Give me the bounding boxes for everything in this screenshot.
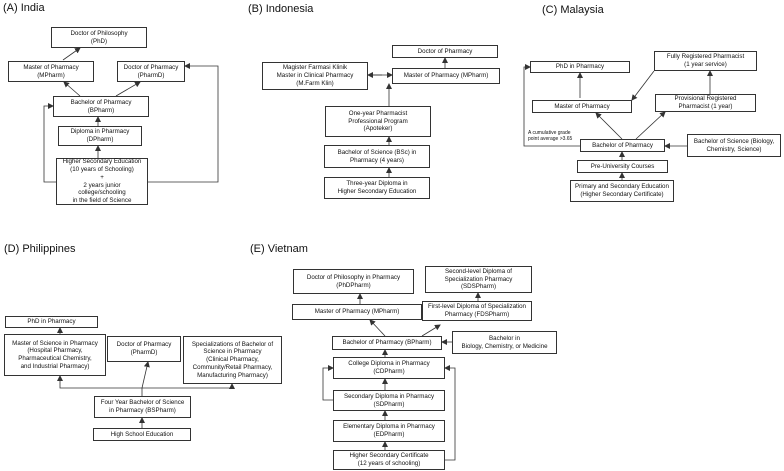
philippines-phd-box: PhD in Pharmacy xyxy=(5,316,98,328)
vietnam-phd-box: Doctor of Philosophy in Pharmacy (PhDPha… xyxy=(293,269,414,294)
indonesia-doctor-box: Doctor of Pharmacy xyxy=(392,45,498,58)
vietnam-cd-box: College Diploma in Pharmacy (CDPharm) xyxy=(333,357,445,379)
india-mpharm-box: Master of Pharmacy (MPharm) xyxy=(8,61,94,82)
india-dpharm-box: Diploma in Pharmacy (DPharm) xyxy=(58,126,142,146)
title-vietnam: (E) Vietnam xyxy=(250,243,308,255)
indonesia-diploma-box: Three-year Diploma in Higher Secondary E… xyxy=(324,177,430,199)
philippines-bs-box: Four Year Bachelor of Science in Pharmac… xyxy=(94,396,191,418)
title-philippines: (D) Philippines xyxy=(4,243,76,255)
indonesia-bsc-box: Bachelor of Science (BSc) in Pharmacy (4… xyxy=(324,145,430,168)
india-phd-box: Doctor of Philosophy (PhD) xyxy=(51,27,147,48)
vietnam-bachelor-in-box: Bachelor in Biology, Chemistry, or Medic… xyxy=(452,331,557,354)
vietnam-sd-box: Secondary Diploma in Pharmacy (SDPharm) xyxy=(333,390,445,411)
india-bpharm-box: Bachelor of Pharmacy (BPharm) xyxy=(53,96,149,117)
malaysia-bsc-box: Bachelor of Science (Biology, Chemistry,… xyxy=(687,134,781,157)
philippines-spec-box: Specializations of Bachelor of Science i… xyxy=(183,336,282,384)
india-hse-box: Higher Secondary Education (10 years of … xyxy=(56,158,148,205)
vietnam-arrows xyxy=(322,292,481,461)
malaysia-gpa-note: A cumulative grade point average >3.65 xyxy=(528,130,573,142)
indonesia-mfarm-box: Magister Farmasi Klinik Master in Clinic… xyxy=(262,62,368,90)
vietnam-sds-box: Second-level Diploma of Specialization P… xyxy=(425,266,532,293)
malaysia-arrows xyxy=(523,64,713,180)
malaysia-bachelor-box: Bachelor of Pharmacy xyxy=(580,139,665,152)
india-arrows xyxy=(43,47,219,183)
indonesia-arrows xyxy=(367,57,448,177)
india-pharmd-box: Doctor of Pharmacy (PharmD) xyxy=(117,61,185,82)
indonesia-mpharm-box: Master of Pharmacy (MPharm) xyxy=(392,68,500,84)
malaysia-prp-box: Provisional Registered Pharmacist (1 yea… xyxy=(655,94,756,112)
vietnam-ed-box: Elementary Diploma in Pharmacy (EDPharm) xyxy=(333,420,445,442)
malaysia-phd-box: PhD in Pharmacy xyxy=(530,61,630,73)
vietnam-bpharm-box: Bachelor of Pharmacy (BPharm) xyxy=(332,336,442,350)
vietnam-hsc-box: Higher Secondary Certificate (12 years o… xyxy=(333,450,445,470)
malaysia-master-box: Master of Pharmacy xyxy=(532,100,632,113)
malaysia-frp-box: Fully Registered Pharmacist (1 year serv… xyxy=(654,51,757,71)
title-india: (A) India xyxy=(3,2,45,14)
philippines-ms-box: Master of Science in Pharmacy (Hospital … xyxy=(4,334,106,376)
philippines-hs-box: High School Education xyxy=(93,428,191,441)
philippines-arrows xyxy=(57,327,235,428)
vietnam-fds-box: First-level Diploma of Specialization Ph… xyxy=(422,301,532,321)
malaysia-primary-box: Primary and Secondary Education (Higher … xyxy=(570,180,674,202)
vietnam-mpharm-box: Master of Pharmacy (MPharm) xyxy=(292,304,422,320)
title-malaysia: (C) Malaysia xyxy=(542,4,604,16)
indonesia-apoteker-box: One-year Pharmacist Professional Program… xyxy=(325,106,431,137)
philippines-pharmd-box: Doctor of Pharmacy (PharmD) xyxy=(107,336,181,362)
malaysia-preu-box: Pre-University Courses xyxy=(577,160,668,173)
title-indonesia: (B) Indonesia xyxy=(248,3,314,15)
